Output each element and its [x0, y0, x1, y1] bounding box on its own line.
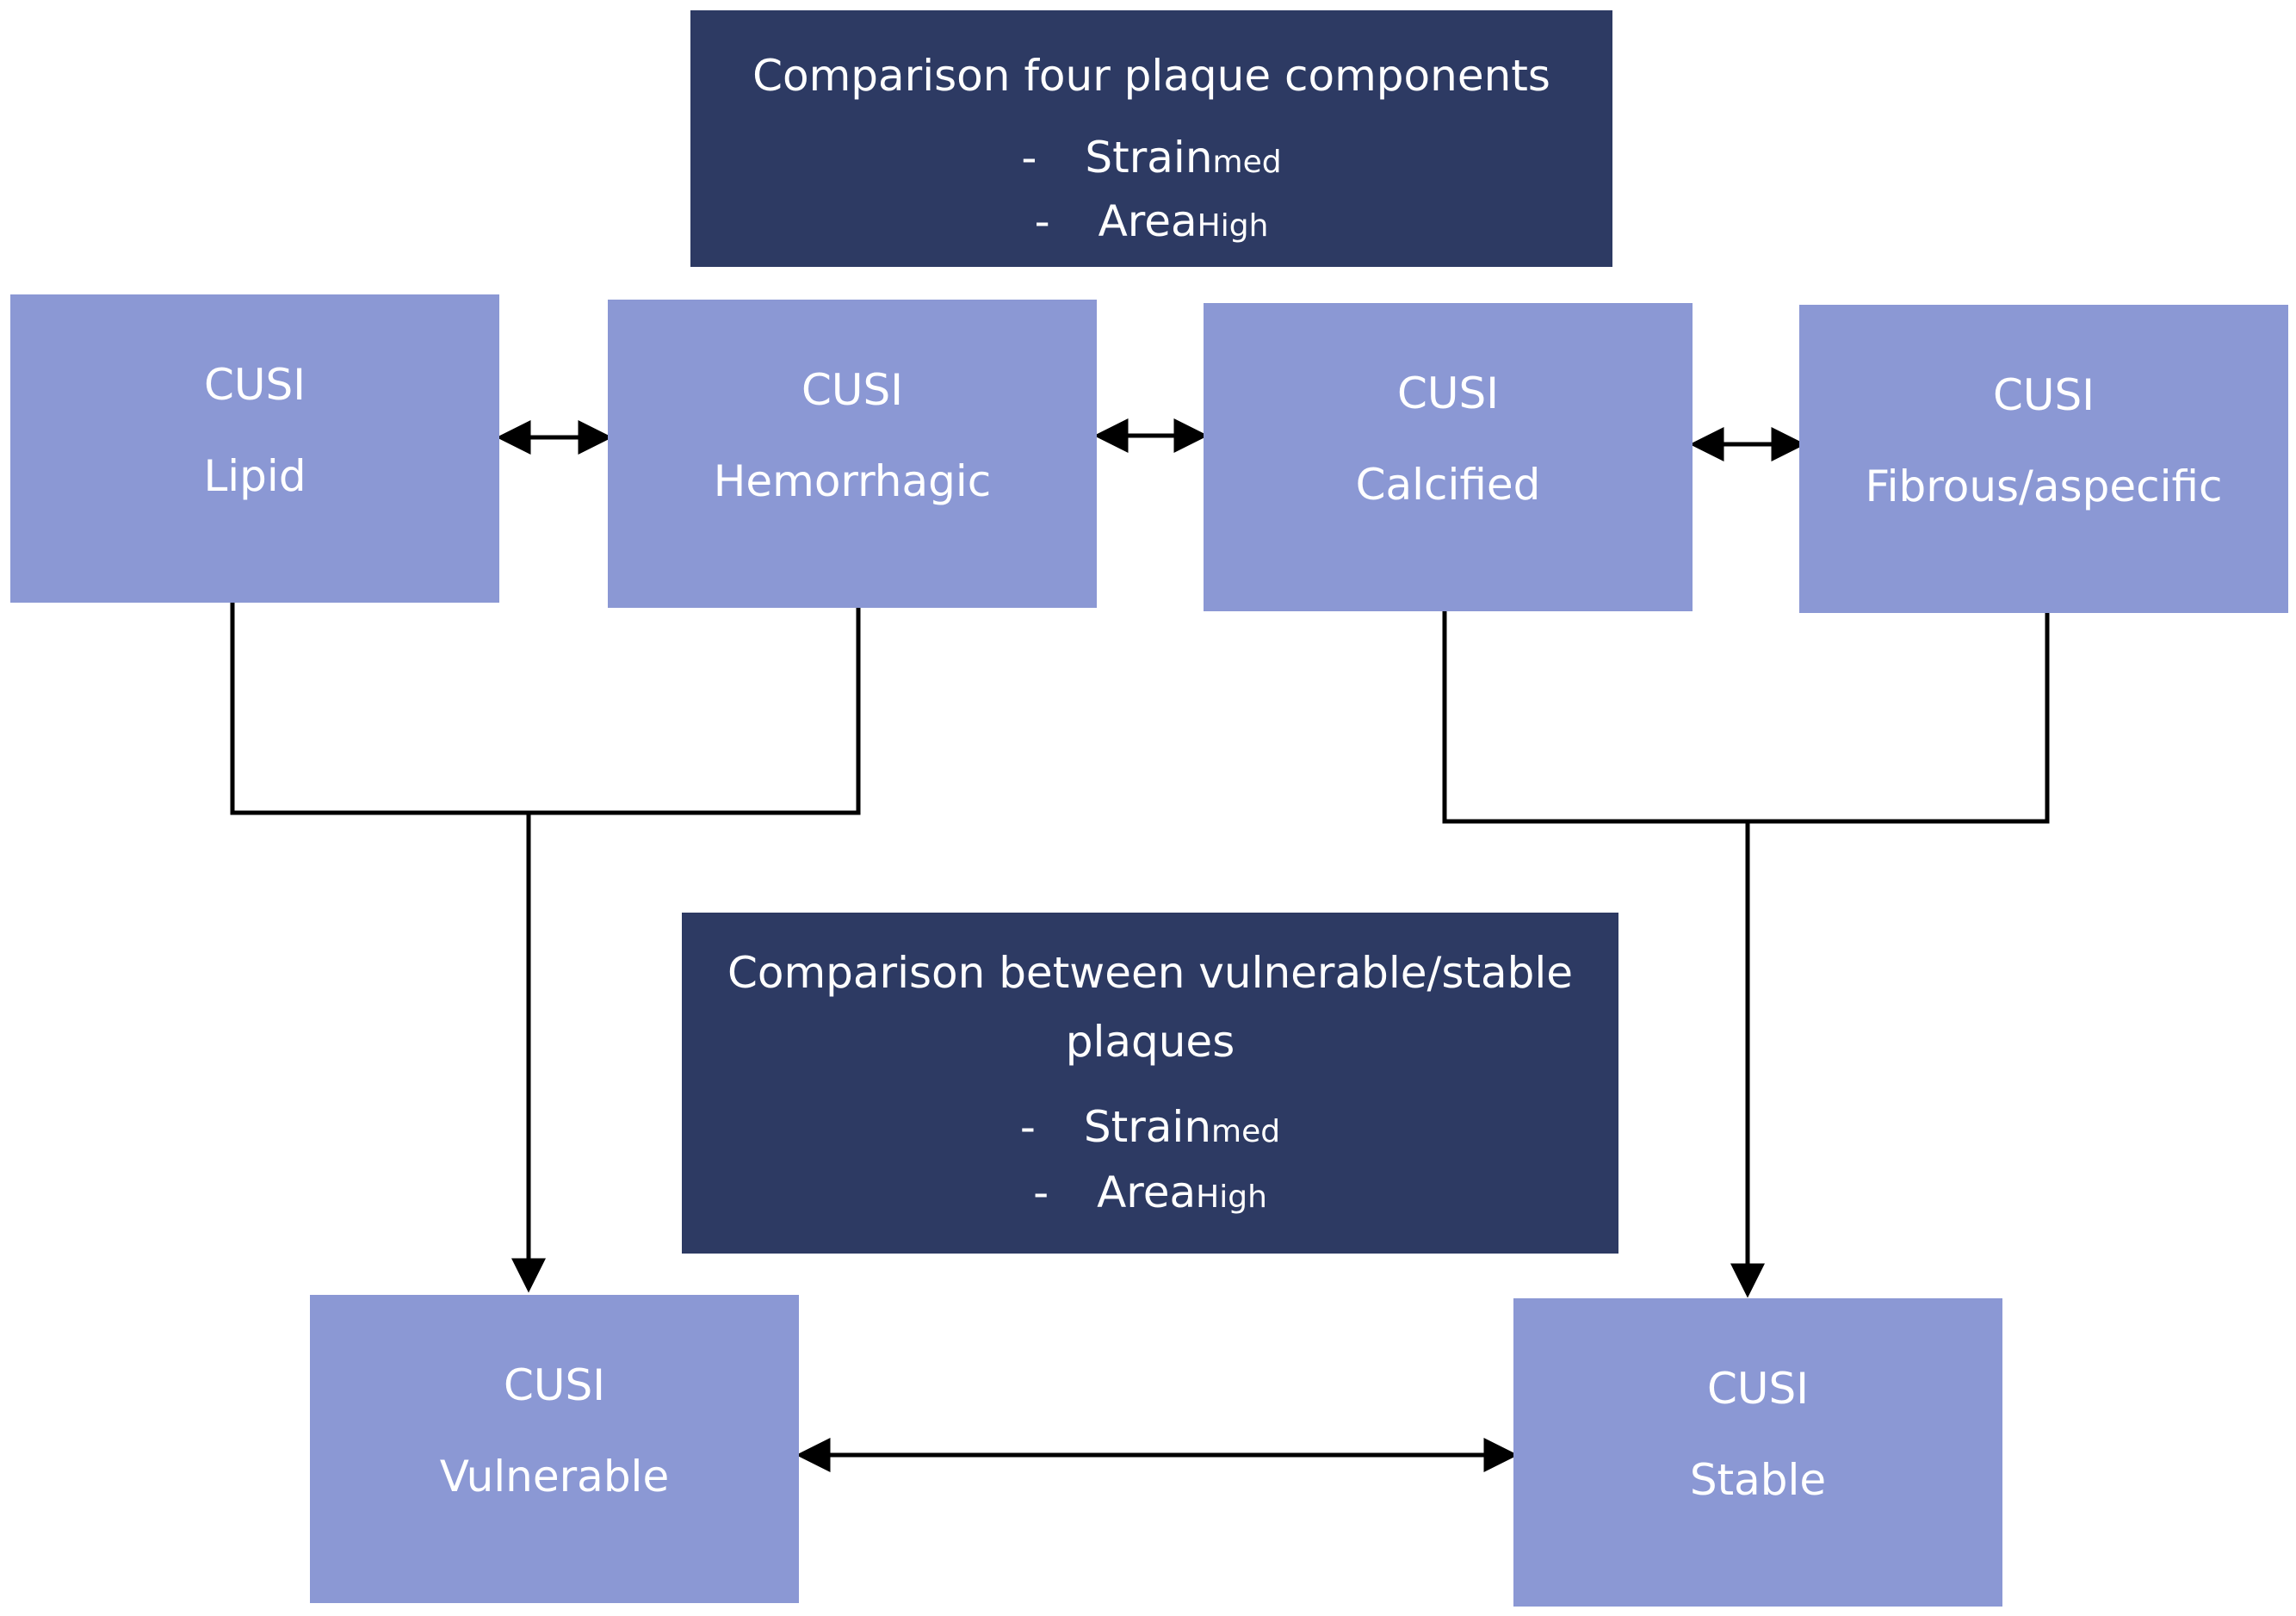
cusi-hemorrhagic-box: CUSI Hemorrhagic	[608, 300, 1097, 608]
cusi-label: CUSI	[1707, 1364, 1809, 1414]
cusi-fibrous-box: CUSI Fibrous/aspecific	[1799, 305, 2288, 613]
cusi-calcified-box: CUSI Calcified	[1204, 303, 1693, 611]
comparison-components-title: Comparison four plaque components	[752, 51, 1550, 101]
cusi-label: CUSI	[1397, 368, 1499, 418]
cusi-stable-box: CUSI Stable	[1513, 1298, 2002, 1607]
cusi-lipid-box: CUSI Lipid	[10, 294, 499, 603]
comparison-vulnerable-stable-title: Comparison between vulnerable/stable pla…	[727, 948, 1574, 1067]
cusi-label: CUSI	[504, 1360, 605, 1410]
component-label-calcified: Calcified	[1355, 460, 1541, 510]
comparison-components-box: Comparison four plaque components - Stra…	[690, 10, 1612, 267]
component-label-lipid: Lipid	[203, 451, 306, 501]
cusi-vulnerable-box: CUSI Vulnerable	[310, 1295, 799, 1603]
cusi-label: CUSI	[204, 360, 306, 410]
comparison-vulnerable-stable-box: Comparison between vulnerable/stable pla…	[682, 913, 1618, 1254]
outcome-label-vulnerable: Vulnerable	[439, 1452, 670, 1501]
outcome-label-stable: Stable	[1689, 1455, 1827, 1505]
bracket-stable	[1442, 611, 2050, 824]
cusi-label: CUSI	[801, 365, 903, 415]
bracket-vulnerable	[230, 601, 861, 815]
component-label-hemorrhagic: Hemorrhagic	[713, 456, 992, 506]
cusi-label: CUSI	[1993, 370, 2095, 420]
component-label-fibrous: Fibrous/aspecific	[1865, 461, 2223, 511]
